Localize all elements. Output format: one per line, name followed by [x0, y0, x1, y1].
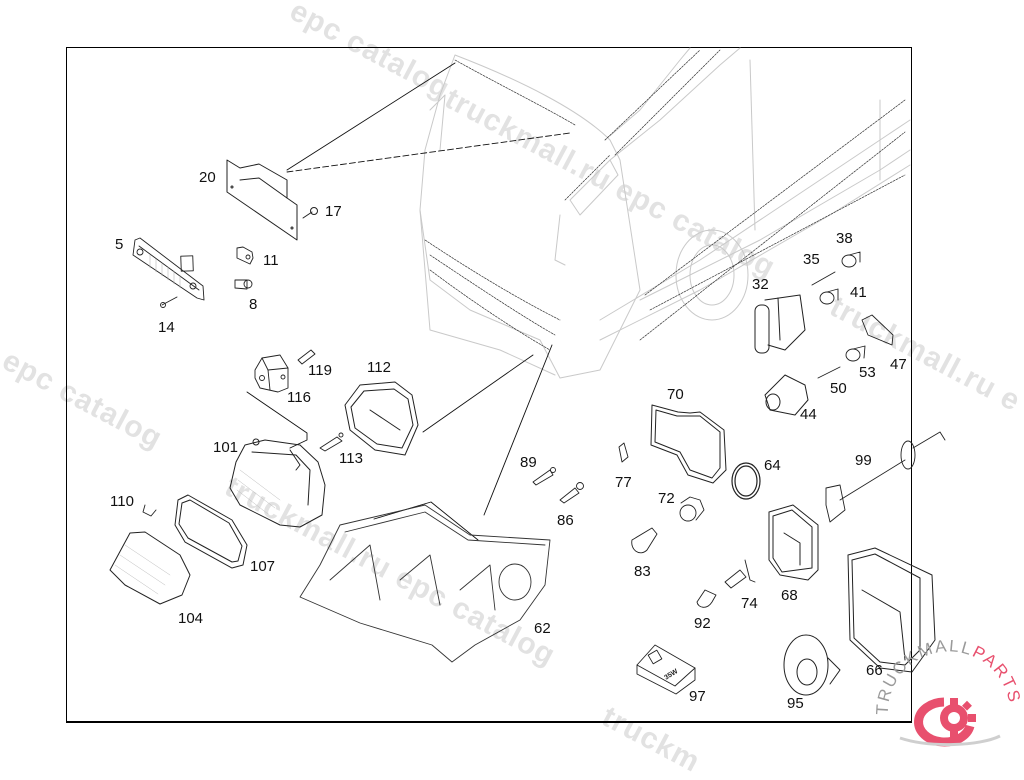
callout-32[interactable]: 32 — [752, 276, 769, 293]
part-47-lock — [861, 314, 894, 346]
truck-cab-detail-lines — [424, 49, 906, 351]
part-11-clip — [236, 246, 254, 265]
callout-110[interactable]: 110 — [110, 493, 134, 510]
callout-107[interactable]: 107 — [250, 558, 276, 575]
callout-77[interactable]: 77 — [615, 474, 632, 491]
part-116-connector — [254, 354, 289, 393]
part-5-marker-lamp — [132, 237, 205, 301]
parts-diagram: 35W — [109, 47, 946, 696]
callout-86[interactable]: 86 — [557, 512, 574, 529]
diagram-frame — [66, 47, 912, 723]
part-44-connector — [764, 374, 809, 416]
callout-41[interactable]: 41 — [850, 284, 867, 301]
part-119-bolt — [297, 349, 316, 365]
callout-113[interactable]: 113 — [339, 450, 363, 467]
logo-text: TRUCKMALLPARTS — [873, 640, 1023, 715]
callout-92[interactable]: 92 — [694, 615, 711, 632]
part-35-contact — [811, 271, 836, 286]
callout-101[interactable]: 101 — [213, 439, 239, 456]
part-110-clip — [142, 504, 157, 517]
callout-68[interactable]: 68 — [781, 587, 798, 604]
part-99-cable — [825, 431, 946, 523]
part-50-contact — [817, 366, 841, 379]
part-113-screw — [319, 432, 344, 452]
part-101-housing — [229, 438, 326, 528]
callout-97[interactable]: 97 — [689, 688, 706, 705]
callout-35[interactable]: 35 — [803, 251, 820, 268]
part-68-boot — [768, 504, 819, 581]
part-97-fuse — [636, 644, 696, 695]
callout-119[interactable]: 119 — [308, 362, 332, 379]
leader-lines — [246, 62, 571, 541]
part-86-bolt — [559, 482, 584, 504]
part-107-gasket — [174, 494, 248, 569]
callout-11[interactable]: 11 — [263, 252, 279, 269]
callout-5[interactable]: 5 — [115, 236, 124, 253]
part-72-socket — [679, 496, 705, 522]
part-92-bulb — [696, 589, 717, 608]
part-66-cover — [847, 547, 936, 673]
callout-70[interactable]: 70 — [667, 386, 684, 403]
truckmallparts-logo: TRUCKMALLPARTS — [873, 640, 1024, 747]
part-95-cap — [783, 634, 841, 696]
callout-17[interactable]: 17 — [325, 203, 342, 220]
truck-cab-outline — [419, 47, 911, 379]
part-74-socket — [724, 559, 756, 589]
part-20-bracket — [226, 159, 298, 241]
callout-14[interactable]: 14 — [158, 319, 175, 336]
callout-64[interactable]: 64 — [764, 457, 781, 474]
callout-95[interactable]: 95 — [787, 695, 804, 712]
part-41-seal — [819, 288, 839, 305]
part-32-connector — [754, 294, 806, 354]
callout-72[interactable]: 72 — [658, 490, 675, 507]
part-83-bulb — [631, 527, 658, 554]
part-17-screw — [302, 207, 318, 219]
part-38-seal — [841, 251, 861, 268]
part-14-screw — [160, 296, 178, 308]
callout-104[interactable]: 104 — [178, 610, 204, 627]
part-77-bulb — [618, 442, 629, 463]
callout-20[interactable]: 20 — [199, 169, 216, 186]
callout-74[interactable]: 74 — [741, 595, 758, 612]
callout-112[interactable]: 112 — [367, 359, 391, 376]
part-104-lens — [109, 531, 191, 605]
part-112-lens — [344, 381, 419, 456]
callout-44[interactable]: 44 — [800, 406, 817, 423]
callout-99[interactable]: 99 — [855, 452, 872, 469]
callout-50[interactable]: 50 — [830, 380, 847, 397]
callout-47[interactable]: 47 — [890, 356, 907, 373]
callout-83[interactable]: 83 — [634, 563, 651, 580]
callout-38[interactable]: 38 — [836, 230, 853, 247]
part-62-headlamp-assembly — [299, 504, 551, 663]
part-64-o-ring — [731, 462, 761, 500]
part-8-bulb — [234, 279, 253, 290]
part-89-bolt — [532, 467, 556, 486]
part-70-cover — [650, 404, 727, 484]
callout-66[interactable]: 66 — [866, 662, 883, 679]
callout-116[interactable]: 116 — [287, 389, 311, 406]
callout-62[interactable]: 62 — [534, 620, 551, 637]
callout-89[interactable]: 89 — [520, 454, 537, 471]
callout-8[interactable]: 8 — [249, 296, 258, 313]
fuse-marking: 35W — [663, 668, 679, 682]
callout-53[interactable]: 53 — [859, 364, 876, 381]
svg-text:TRUCKMALLPARTS: TRUCKMALLPARTS — [873, 640, 1024, 715]
part-53-seal — [845, 345, 866, 362]
gear-icon — [899, 697, 1001, 747]
